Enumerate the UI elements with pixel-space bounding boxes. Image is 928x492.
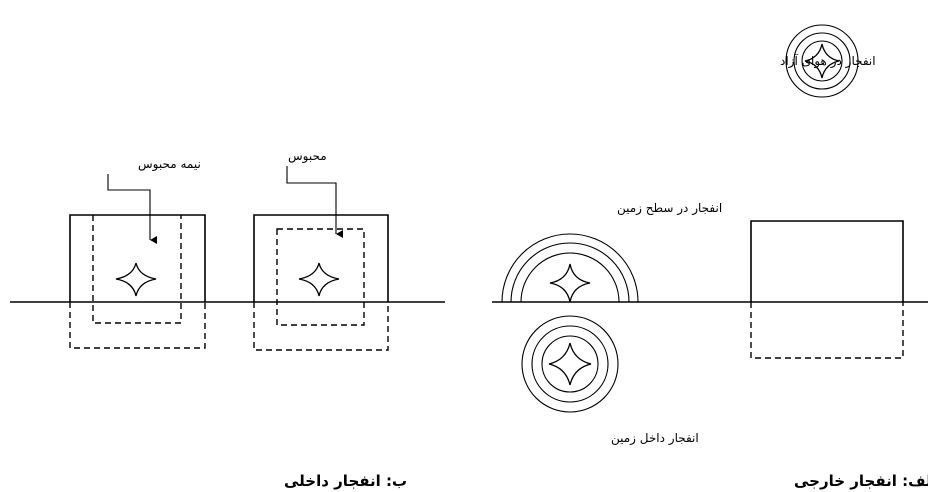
confined-label: محبوس: [288, 149, 327, 164]
underground-ring-inner: [541, 335, 599, 393]
free-air-label: انفجار در هوای آزاد: [780, 53, 876, 69]
semi-confined-pointer: [107, 174, 157, 244]
underground-ring-outer: [521, 315, 619, 413]
caption-external-explosion: الف: انفجار خارجی: [794, 472, 928, 490]
semi-confined-basement: [69, 302, 206, 349]
confined-building: محبوس: [253, 149, 389, 351]
confined-pointer: [286, 166, 343, 238]
surface-explosion: انفجار در سطح زمین: [501, 201, 722, 303]
confined-basement: [253, 302, 389, 351]
free-air-ring-middle: [793, 32, 851, 90]
underground-explosion: انفجار داخل زمین: [521, 315, 699, 446]
free-air-ring-outer: [785, 24, 859, 98]
external-building-basement: [750, 302, 904, 359]
surface-arc-outer: [501, 233, 639, 303]
underground-burst-icon: [548, 342, 592, 386]
semi-confined-building: نیمه محبوس: [69, 157, 206, 349]
confined-walls: [253, 214, 389, 302]
confined-burst-icon: [298, 262, 340, 297]
surface-arc-middle: [510, 242, 630, 303]
free-air-ring-inner: [801, 40, 843, 82]
external-building: [750, 220, 904, 359]
surface-label: انفجار در سطح زمین: [617, 201, 722, 216]
semi-confined-inner-chamber: [92, 215, 182, 324]
caption-internal-explosion: ب: انفجار داخلی: [284, 472, 407, 490]
free-air-burst-icon: [804, 43, 840, 79]
semi-confined-label: نیمه محبوس: [138, 157, 201, 172]
semi-confined-burst-icon: [115, 262, 157, 297]
confined-inner-chamber: [276, 228, 365, 326]
surface-burst-icon: [549, 263, 591, 303]
external-building-walls: [750, 220, 904, 302]
free-air-explosion: انفجار در هوای آزاد: [780, 24, 876, 98]
surface-arc-inner: [520, 252, 620, 303]
underground-label: انفجار داخل زمین: [611, 431, 699, 446]
underground-ring-middle: [531, 325, 609, 403]
semi-confined-walls: [69, 214, 206, 302]
